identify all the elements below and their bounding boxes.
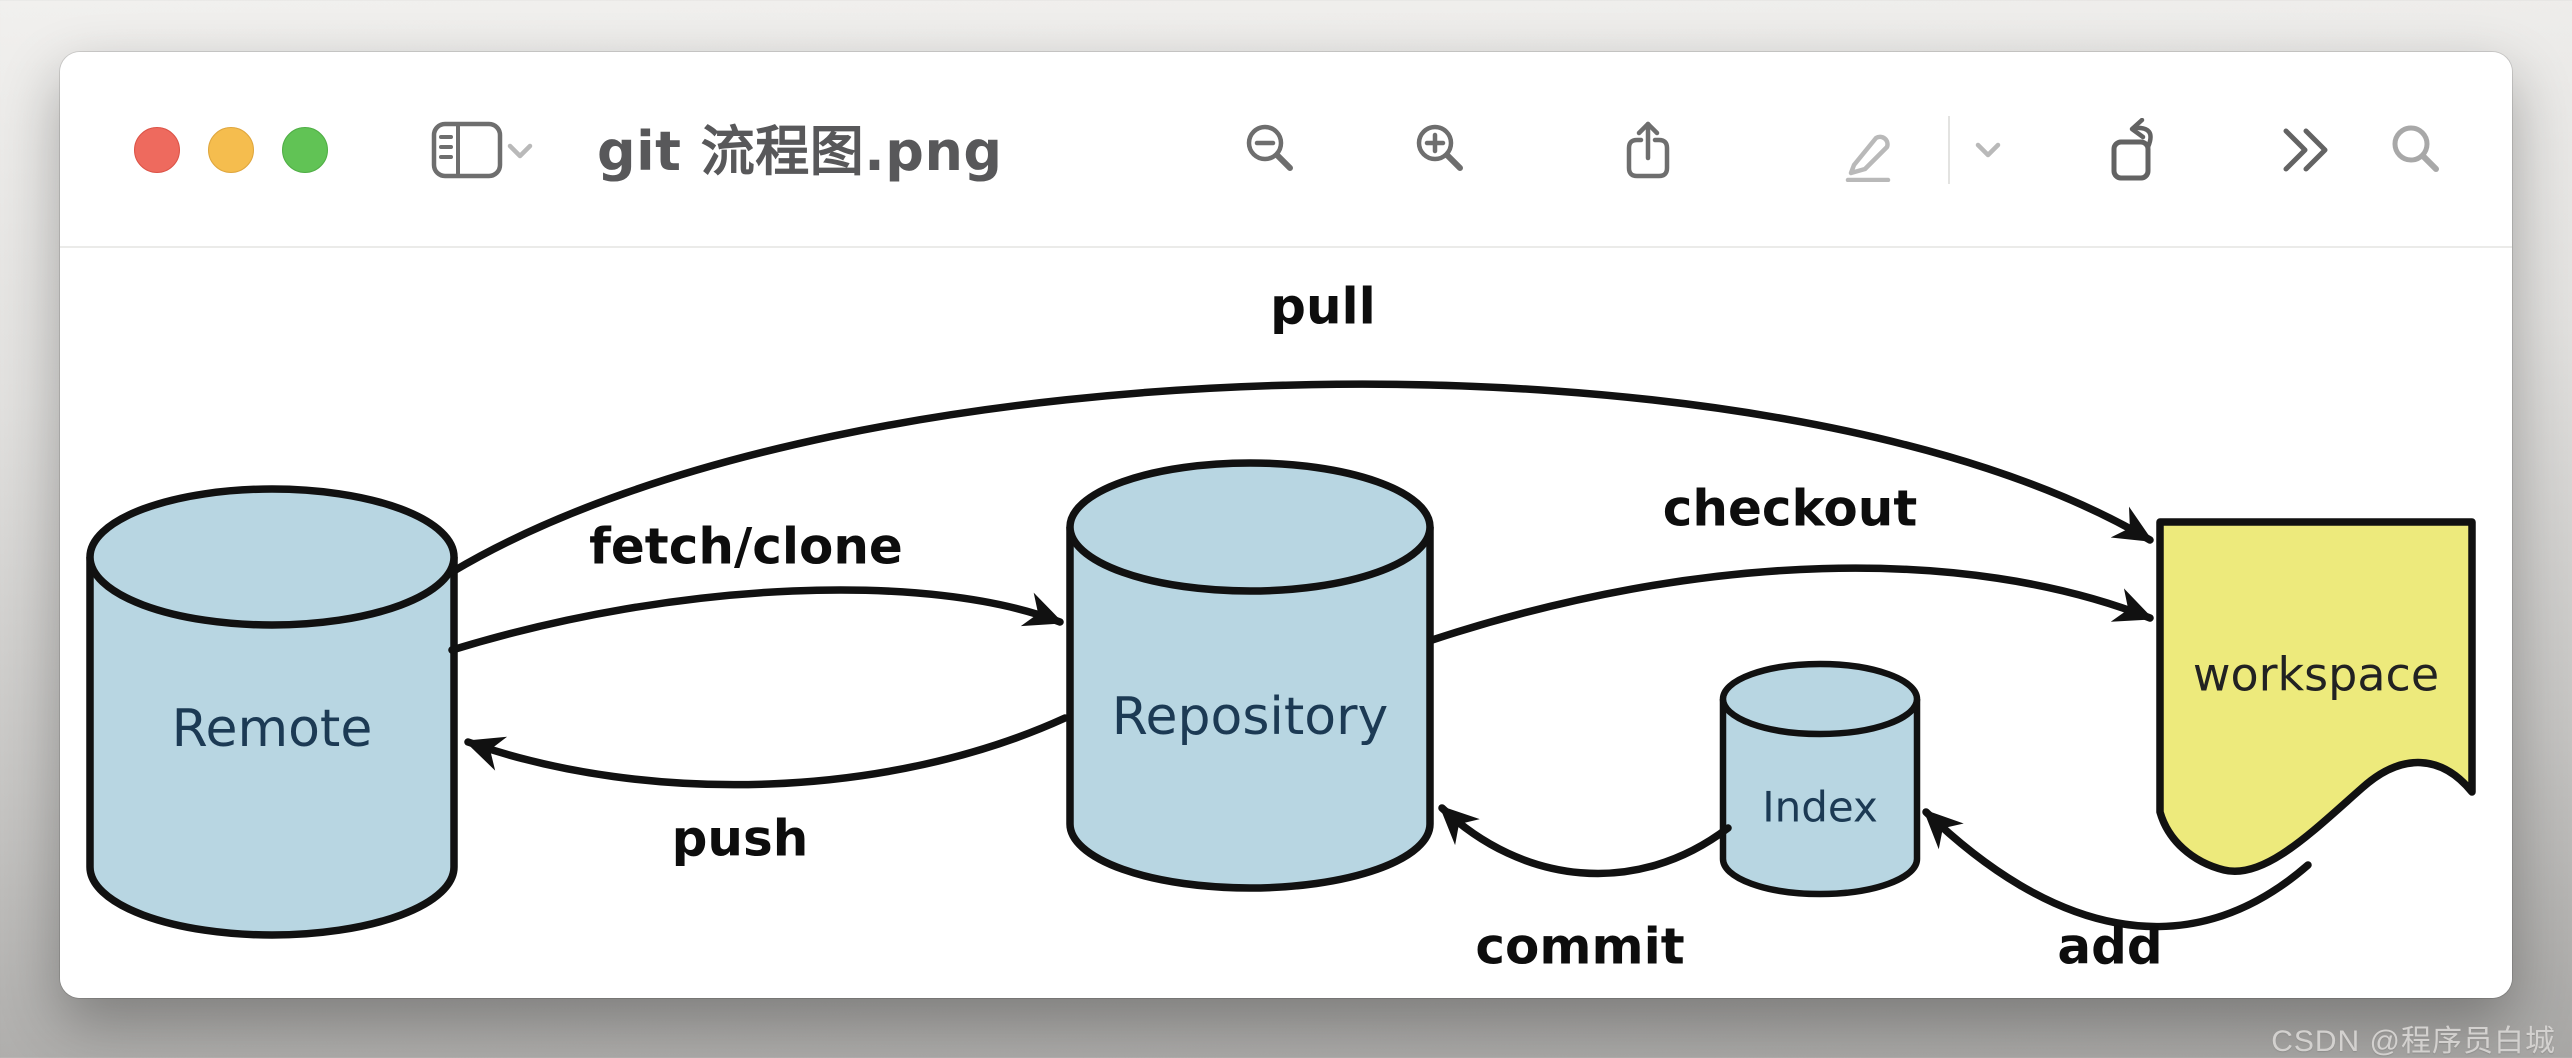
zoom-in-button[interactable] — [1408, 118, 1472, 182]
rotate-left-icon — [2111, 118, 2153, 181]
node-index: Index — [1719, 660, 1921, 898]
edge-label-add: add — [2057, 918, 2162, 976]
markup-menu-chevron[interactable] — [1970, 138, 2006, 164]
node-label-index: Index — [1762, 783, 1878, 832]
share-icon — [1626, 121, 1670, 179]
toolbar-divider — [1948, 116, 1950, 184]
edge-checkout — [1428, 564, 2154, 644]
node-remote: Remote — [86, 485, 458, 939]
search-button[interactable] — [2383, 118, 2447, 182]
node-label-workspace: workspace — [2193, 648, 2439, 702]
window-title: git 流程图.png — [597, 120, 1003, 183]
edge-fetch-clone — [448, 586, 1064, 654]
fullscreen-button[interactable] — [282, 127, 328, 173]
csdn-watermark: CSDN @程序员白城 — [2271, 1025, 2556, 1058]
more-toolbar-items-button[interactable] — [2273, 118, 2337, 182]
sidebar-toggle-button[interactable] — [428, 118, 506, 182]
markup-button[interactable] — [1838, 118, 1902, 182]
edge-label-pull: pull — [1270, 278, 1376, 336]
edge-label-checkout: checkout — [1663, 480, 1918, 538]
zoom-out-button[interactable] — [1238, 118, 1302, 182]
rotate-left-button[interactable] — [2101, 118, 2165, 182]
close-button[interactable] — [134, 127, 180, 173]
node-repository: Repository — [1066, 459, 1434, 892]
edge-push — [464, 714, 1069, 789]
chevron-down-icon — [507, 143, 533, 159]
search-icon — [2392, 125, 2439, 172]
edge-label-commit: commit — [1475, 918, 1684, 976]
markup-pencil-icon — [1845, 134, 1891, 182]
minimize-button[interactable] — [208, 127, 254, 173]
preview-window: git 流程图.png — [60, 52, 2512, 998]
git-flow-diagram: Remote Repository Index workspace — [86, 278, 2476, 976]
double-chevron-right-icon — [2283, 128, 2328, 172]
chevron-down-icon — [1975, 142, 2001, 158]
titlebar: git 流程图.png — [60, 52, 2512, 248]
image-viewport: Remote Repository Index workspace — [60, 250, 2512, 998]
sidebar-panel-icon — [431, 121, 503, 179]
edge-pull — [448, 380, 2154, 576]
zoom-out-icon — [1246, 124, 1293, 171]
node-workspace: workspace — [2156, 518, 2476, 876]
node-label-repository: Repository — [1112, 687, 1389, 747]
edge-label-push: push — [672, 810, 809, 868]
share-button[interactable] — [1616, 118, 1680, 182]
edge-label-fetch-clone: fetch/clone — [589, 518, 903, 576]
edge-add — [1922, 808, 2312, 931]
node-label-remote: Remote — [172, 699, 373, 759]
edge-commit — [1438, 804, 1732, 878]
zoom-in-icon — [1416, 124, 1463, 171]
sidebar-menu-chevron[interactable] — [504, 140, 536, 164]
